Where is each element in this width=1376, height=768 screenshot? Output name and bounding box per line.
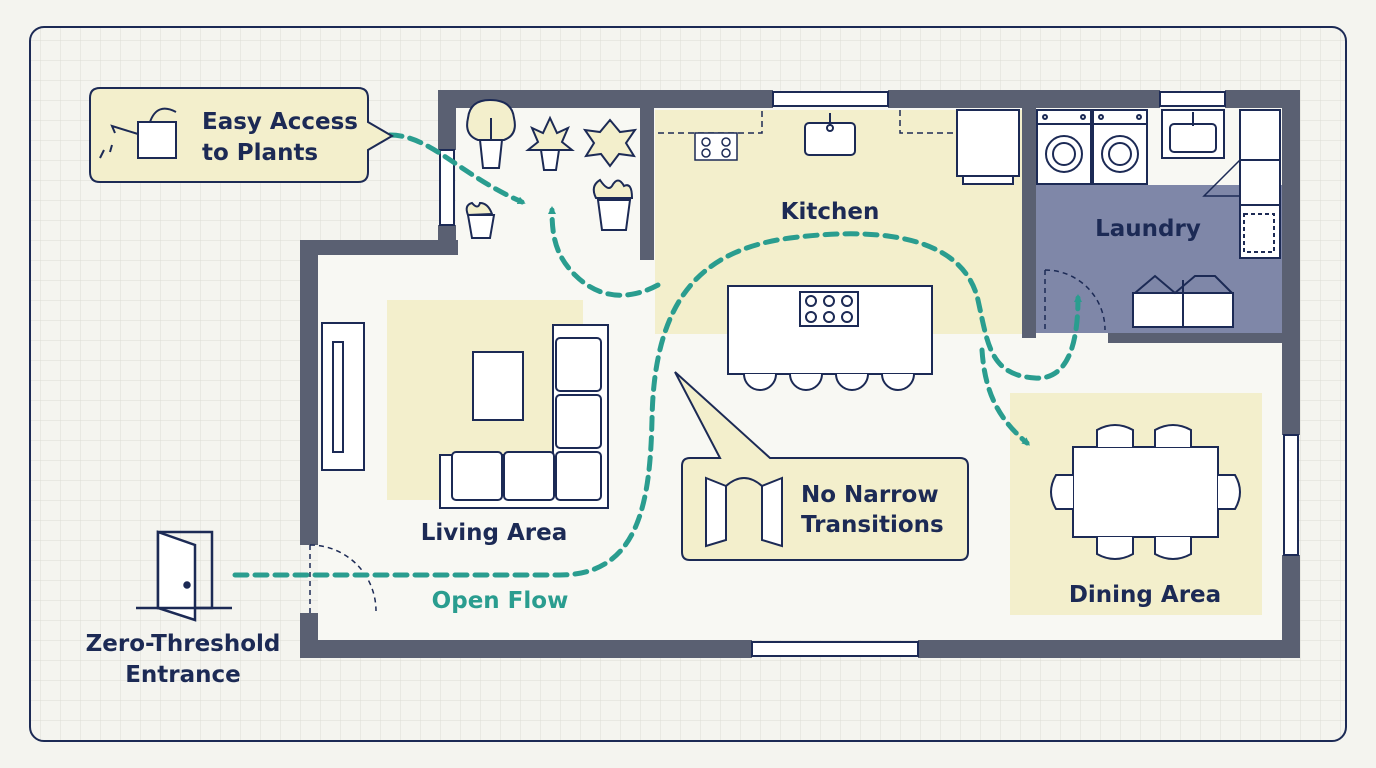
transitions-callout-line1: No Narrow	[801, 482, 939, 508]
wide-doorway-icon	[705, 476, 783, 548]
kitchen-zone	[655, 110, 1022, 334]
door-icon	[136, 530, 232, 622]
kitchen-island	[727, 285, 933, 391]
plant-icon	[465, 98, 638, 239]
entrance-door-swing	[309, 544, 377, 613]
coffee-table	[472, 351, 524, 421]
laundry-folding-table	[1132, 274, 1234, 328]
walls	[300, 90, 1300, 658]
open-flow-path	[232, 132, 1082, 578]
entrance-label-line1: Zero-Threshold	[86, 631, 281, 657]
watering-can-icon	[99, 107, 177, 159]
plants-callout-line1: Easy Access	[202, 109, 358, 135]
dining-table	[1050, 424, 1241, 560]
fridge	[956, 109, 1020, 185]
sink-icon	[804, 113, 856, 156]
living-label: Living Area	[421, 520, 568, 546]
plants-callout-line2: to Plants	[202, 140, 318, 166]
transitions-callout: No Narrow Transitions	[674, 371, 969, 561]
plants-callout: Easy Access to Plants	[89, 87, 394, 183]
laundry-label: Laundry	[1095, 216, 1201, 242]
laundry-cabinets	[1202, 109, 1281, 259]
tv-unit	[321, 322, 365, 471]
kitchen-counter	[658, 110, 955, 134]
sofa-icon	[439, 324, 609, 509]
entrance-label-line2: Entrance	[125, 662, 241, 688]
laundry-sink-icon	[1161, 109, 1225, 159]
transitions-callout-line2: Transitions	[801, 512, 944, 538]
kitchen-label: Kitchen	[781, 199, 880, 225]
laundry-door-swing	[1044, 269, 1106, 333]
windows	[439, 91, 1299, 657]
dining-label: Dining Area	[1069, 582, 1221, 608]
open-flow-label: Open Flow	[432, 588, 569, 614]
dryer-icon	[1092, 109, 1148, 185]
stove-icon	[694, 132, 738, 161]
washer-icon	[1036, 109, 1092, 185]
